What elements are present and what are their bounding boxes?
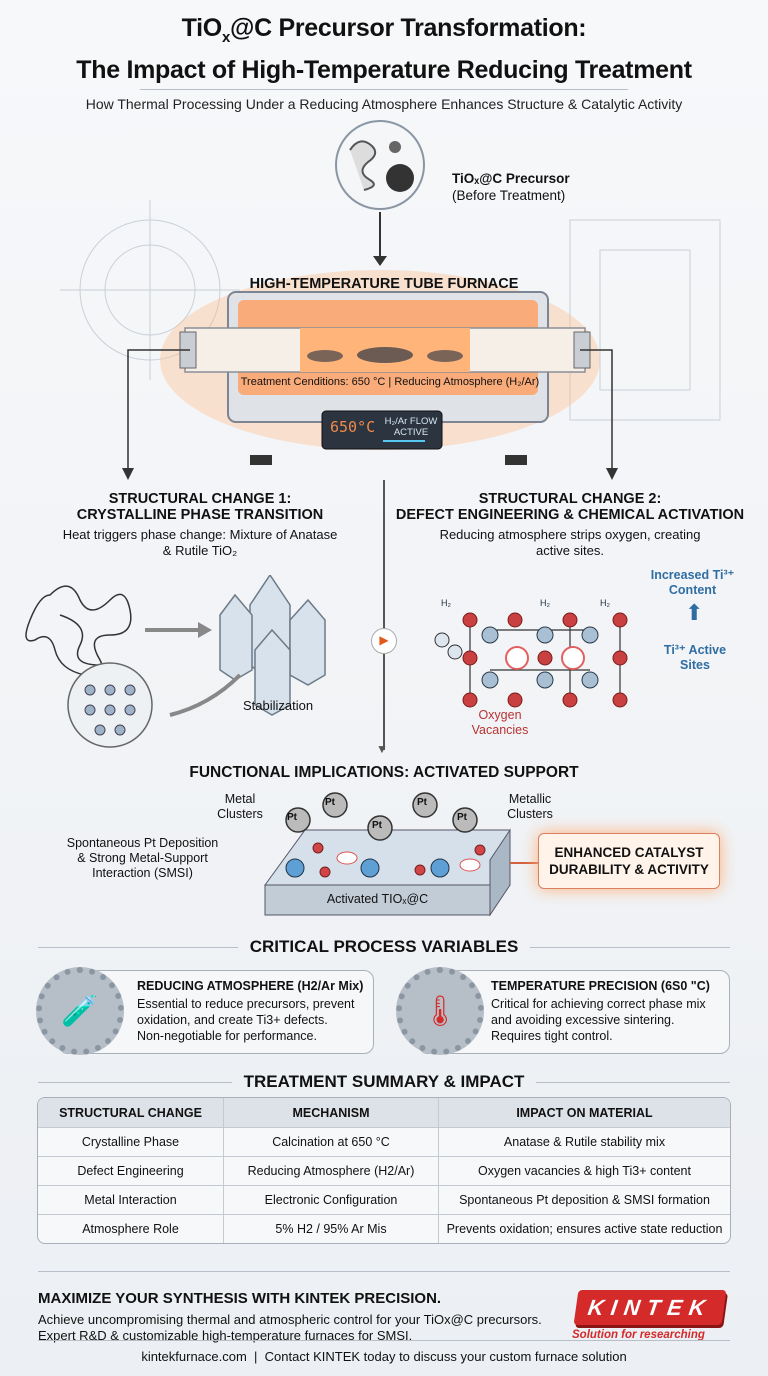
play-icon: ▶ (371, 628, 397, 654)
gas-cylinders-icon: 🧪 (36, 967, 124, 1055)
h2-molecule: H₂ (441, 598, 451, 608)
pt-atom: Pt (287, 812, 297, 823)
furnace-illustration (60, 120, 721, 480)
defect-lattice-illustration (434, 612, 628, 708)
pt-atom: Pt (325, 797, 335, 808)
cta-title: MAXIMIZE YOUR SYNTHESIS WITH KINTEK PREC… (38, 1290, 442, 1307)
summary-title: TREATMENT SUMMARY & IMPACT (38, 1072, 730, 1092)
website-link[interactable]: kintekfurnace.com (141, 1349, 247, 1364)
structural-change-1: STRUCTURAL CHANGE 1:CRYSTALLINE PHASE TR… (62, 491, 338, 558)
crystals (219, 575, 326, 716)
arrow-right-icon (198, 622, 212, 638)
functional-title: FUNCTIONAL IMPLICATIONS: ACTIVATED SUPPO… (189, 764, 579, 781)
arrow-down-icon: ▼ (376, 742, 388, 756)
precursor-circle (335, 120, 425, 210)
furnace-display (321, 410, 443, 450)
variables-title: CRITICAL PROCESS VARIABLES (38, 937, 730, 957)
stabilization-label: Stabilization (243, 698, 314, 713)
pt-atom: Pt (417, 797, 427, 808)
furnace-title: HIGH-TEMPERATURE TUBE FURNACE (249, 276, 519, 292)
subtitle: How Thermal Processing Under a Reducing … (85, 96, 683, 112)
support-label: Activated TIOₓ@C (326, 892, 429, 906)
support-slab (264, 884, 491, 916)
page-title: TiOx@C Precursor Transformation:The Impa… (76, 14, 692, 84)
thermometer-icon: 🌡 (396, 967, 484, 1055)
activated-support-illustration (264, 792, 511, 917)
precursor-label: TiOₓ@C Precursor(Before Treatment) (452, 171, 570, 203)
logo-tagline: Solution for researching (572, 1329, 705, 1341)
phase-transition-illustration (25, 575, 326, 748)
increased-ti3-label: Increased Ti³⁺Content (650, 568, 735, 597)
amorphous-network (25, 585, 132, 677)
kintek-logo: KINTEK (573, 1290, 727, 1325)
smsi-label: Spontaneous Pt Deposition& Strong Metal-… (66, 836, 219, 880)
arrow-down-icon (373, 256, 387, 266)
arrow-up-icon: ⬆ (685, 600, 704, 625)
pt-atom: Pt (457, 812, 467, 823)
h2-molecule: H₂ (540, 598, 550, 608)
cta-text: Achieve uncompromising thermal and atmos… (38, 1312, 542, 1343)
footer: kintekfurnace.com | Contact KINTEK today… (141, 1349, 627, 1364)
display-temperature: 650°C (330, 418, 376, 436)
h2-molecule: H₂ (600, 598, 610, 608)
structural-change-2: STRUCTURAL CHANGE 2:DEFECT ENGINEERING &… (395, 491, 745, 558)
oxygen-vacancy (505, 646, 529, 670)
treatment-conditions: Treatment Cenditions: 650 °C | Reducing … (240, 376, 540, 388)
pt-atom: Pt (372, 820, 382, 831)
oxygen-vacancy (561, 646, 585, 670)
